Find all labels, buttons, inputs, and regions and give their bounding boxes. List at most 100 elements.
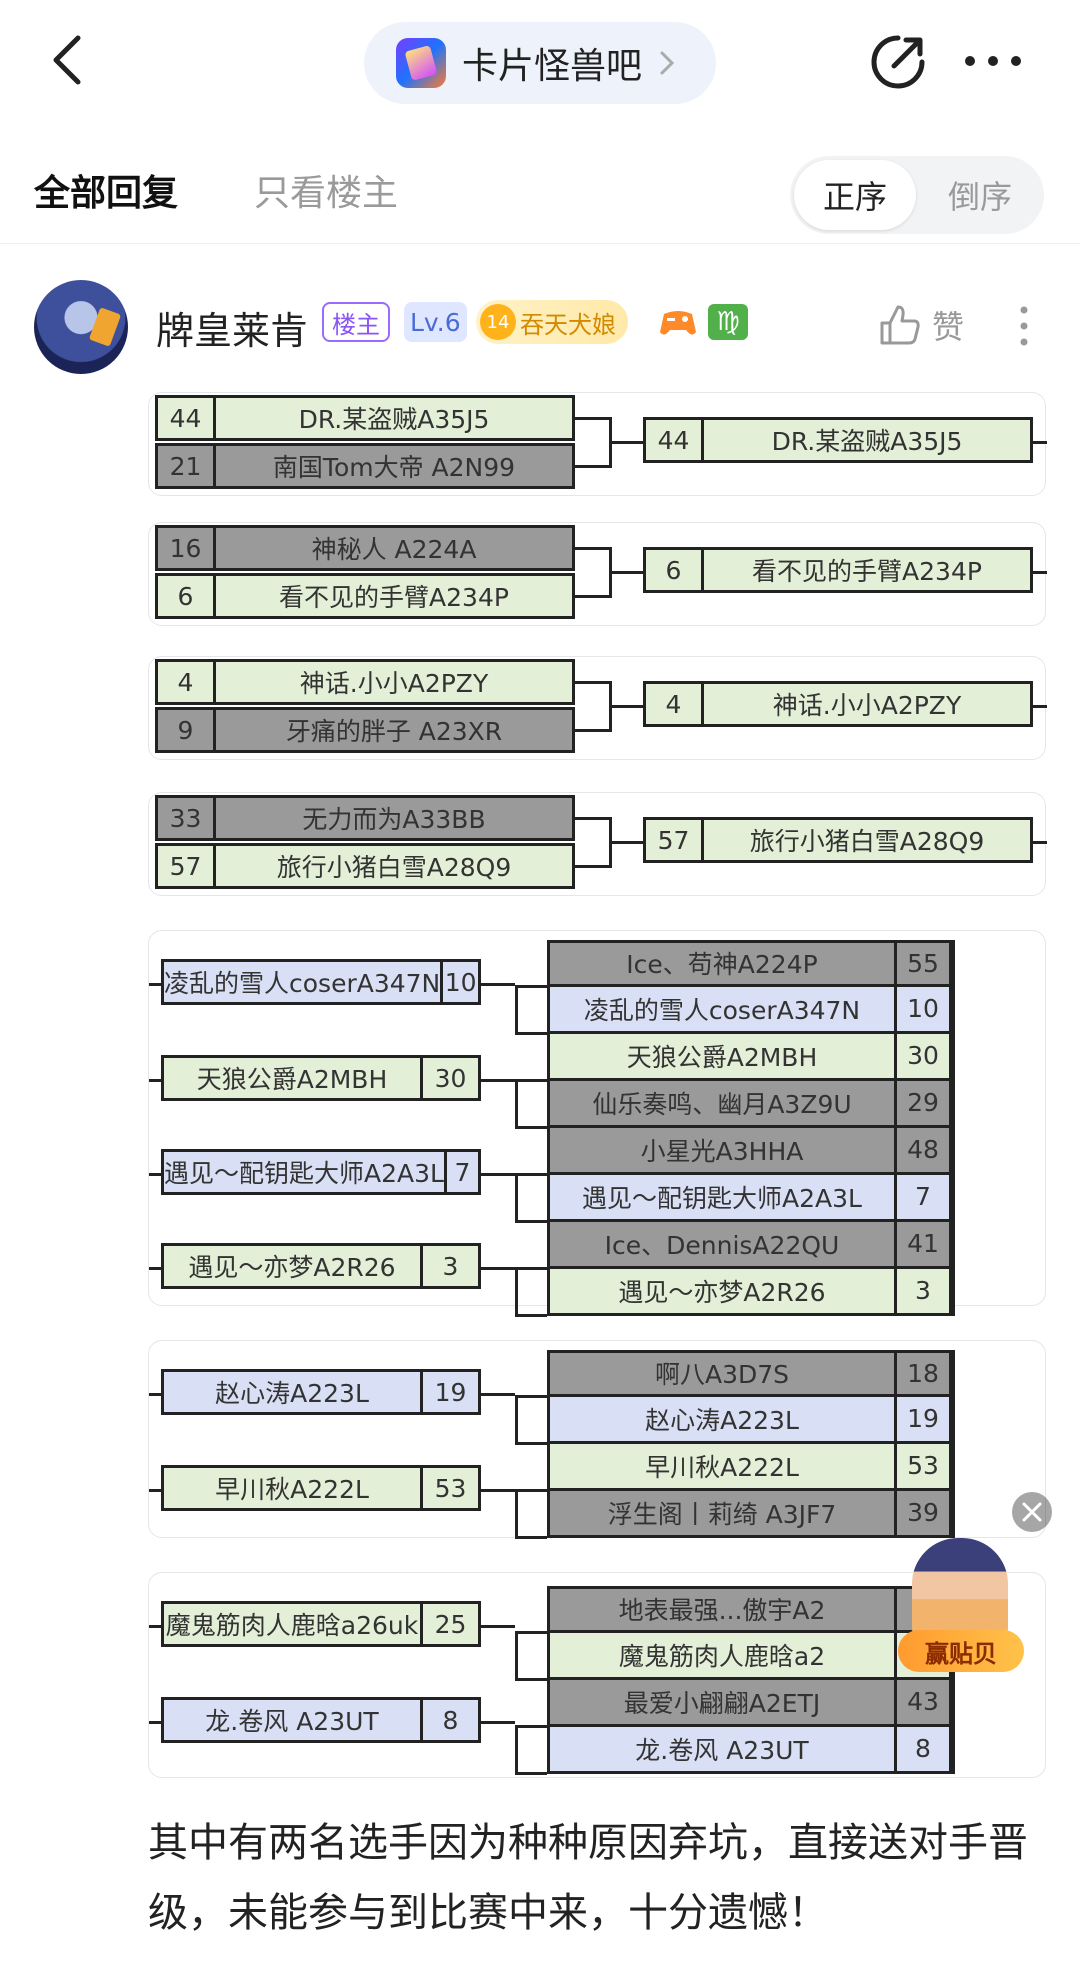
bracket-line (515, 1078, 547, 1082)
ad-label: 赢贴贝 (898, 1630, 1024, 1672)
forum-name: 卡片怪兽吧 (462, 46, 643, 87)
entry-seed: 10 (894, 986, 952, 1031)
entry-seed: 41 (894, 1221, 952, 1266)
entry-name: 赵心涛A223L (215, 1379, 369, 1408)
bracket-entry: 凌乱的雪人coserA347N 10 (547, 986, 955, 1034)
more-horizontal-icon (965, 56, 1021, 66)
bracket-line (481, 983, 515, 986)
back-button[interactable] (40, 30, 100, 90)
bracket-line (609, 571, 645, 574)
bracket-entry: 地表最强...傲宇A2 (547, 1585, 955, 1633)
bracket-image-bracket_group_a[interactable]: 凌乱的雪人coserA347N 10 天狼公爵A2MBH 30 遇见～配钥匙大师A2A3… (148, 930, 1046, 1317)
forum-entry-button[interactable]: 卡片怪兽吧 (364, 22, 716, 104)
entry-seed: 3 (894, 1268, 952, 1313)
entry-name: Ice、DennisA22QU (604, 1230, 840, 1260)
entry-name: 遇见～亦梦A2R26 (618, 1277, 826, 1307)
bracket-line (515, 1724, 518, 1775)
entry-name: 魔鬼筋肉人鹿晗a2 (618, 1641, 826, 1671)
bracket-line (515, 1441, 547, 1445)
bracket-line (149, 983, 161, 986)
entry-name: 凌乱的雪人coserA347N (583, 995, 861, 1025)
more-options-button[interactable] (958, 36, 1028, 86)
bracket-line (515, 1724, 547, 1728)
entry-seed: 57 (646, 820, 704, 860)
entry-name: 早川秋A222L (215, 1475, 369, 1504)
bracket-line (515, 1266, 547, 1270)
bracket-line (515, 1266, 518, 1317)
bracket-line (481, 1393, 515, 1396)
bracket-entry: Ice、DennisA22QU 41 (547, 1221, 955, 1269)
bracket-line (1033, 841, 1047, 844)
tab-all-replies[interactable]: 全部回复 (34, 173, 179, 214)
share-icon (871, 35, 925, 89)
entry-name: 无力而为A33BB (302, 805, 486, 834)
chevron-left-icon (53, 35, 81, 85)
entry-name: 啊八A3D7S (654, 1360, 790, 1389)
floating-reward-ad[interactable]: 赢贴贝 (894, 1530, 1034, 1680)
entry-name: 旅行小猪白雪A28Q9 (276, 853, 512, 882)
ad-close-button[interactable] (1012, 1492, 1052, 1532)
bracket-line (609, 441, 645, 444)
author-name[interactable]: 牌皇莱肯 (156, 309, 309, 353)
bracket-line (149, 1625, 161, 1628)
bracket-entry: 天狼公爵A2MBH 30 (547, 1033, 955, 1081)
bracket-line (515, 1630, 547, 1634)
sort-ascending-button[interactable]: 正序 (794, 160, 916, 230)
bracket-line (515, 1488, 518, 1539)
entry-seed: 30 (894, 1033, 952, 1078)
reply-filter-bar: 全部回复 只看楼主 正序 倒序 (0, 130, 1080, 244)
entry-name: 神秘人 A224A (311, 535, 477, 564)
bracket-line (515, 1677, 547, 1681)
ad-character-icon (912, 1538, 1008, 1648)
entry-seed: 7 (894, 1174, 952, 1219)
entry-seed: 57 (158, 846, 216, 886)
entry-seed: 6 (646, 550, 704, 590)
bracket-line (515, 984, 547, 988)
share-button[interactable] (866, 30, 930, 94)
bracket-line (149, 1173, 161, 1176)
sort-descending-button[interactable]: 倒序 (947, 178, 1012, 216)
bracket-line (515, 1535, 547, 1539)
forum-logo-icon (396, 38, 446, 88)
entry-seed: 21 (158, 446, 216, 486)
bracket-line (481, 1721, 515, 1724)
bracket-entry: 魔鬼筋肉人鹿晗a2 (547, 1632, 955, 1680)
tab-op-only[interactable]: 只看楼主 (254, 173, 399, 214)
entry-seed: 53 (420, 1468, 478, 1508)
entry-name: 地表最强...傲宇A2 (618, 1596, 826, 1625)
sort-order-toggle: 正序 倒序 (790, 156, 1044, 234)
entry-seed: 4 (646, 684, 704, 724)
like-label: 赞 (932, 308, 965, 346)
entry-name: 浮生阁丨莉绮 A3JF7 (607, 1499, 837, 1529)
entry-name: 龙.卷风 A23UT (635, 1735, 809, 1765)
post-options-button[interactable] (1006, 298, 1042, 354)
close-icon (1022, 1502, 1042, 1522)
entry-seed: 10 (440, 962, 478, 1002)
avatar[interactable] (34, 280, 128, 374)
bracket-line (575, 729, 611, 732)
entry-name: 天狼公爵A2MBH (626, 1042, 818, 1072)
bracket-line (515, 984, 518, 1035)
bracket-entry: 早川秋A222L 53 (161, 1465, 481, 1511)
more-vertical-icon (1020, 306, 1028, 346)
like-button[interactable]: 赞 (878, 300, 964, 350)
game-controller-icon (660, 311, 696, 335)
bracket-line (575, 681, 611, 684)
entry-name: 仙乐奏鸣、幽月A3Z9U (592, 1089, 852, 1119)
